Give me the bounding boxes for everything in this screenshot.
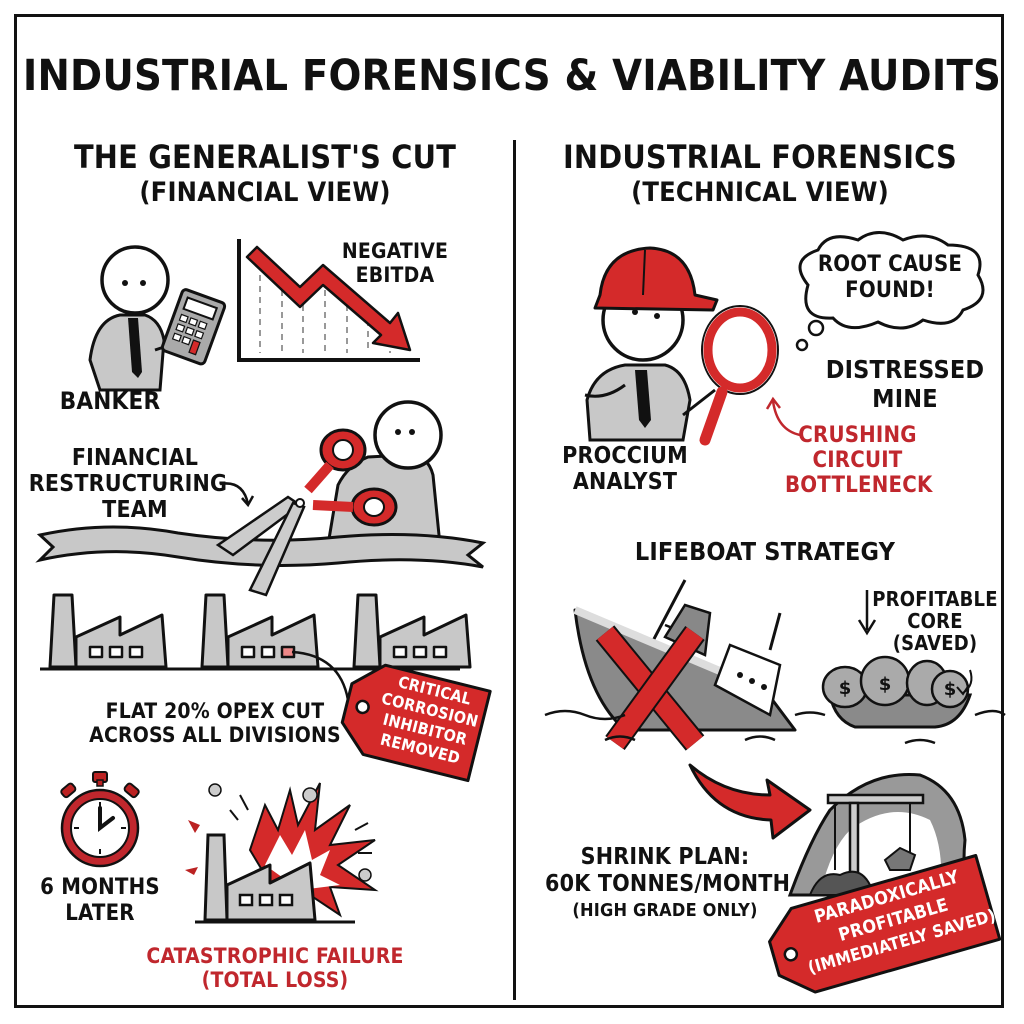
column-divider [513,140,516,1000]
bottleneck-line2: CIRCUIT [812,448,903,473]
bottleneck-line3: BOTTLENECK [785,473,933,498]
right-heading: INDUSTRIAL FORENSICS [563,138,957,176]
mine-label-line2: MINE [872,384,938,413]
core-line3: (SAVED) [892,631,978,655]
lifeboat-heading: LIFEBOAT STRATEGY [634,537,896,566]
chart-label-negative: NEGATIVE [341,239,449,263]
left-heading: THE GENERALIST'S CUT [73,138,457,176]
page-title: INDUSTRIAL FORENSICS & VIABILITY AUDITS [22,51,1002,101]
stopwatch-icon [60,771,140,868]
timer-line2: LATER [65,901,135,926]
shrink-line3: (HIGH GRADE ONLY) [572,900,758,921]
curved-arrow-red-icon [765,396,801,437]
thought-line2: FOUND! [845,278,935,303]
thought-bubble-icon [795,231,985,352]
exploding-factory-icon [185,782,379,924]
factories-icon [40,593,472,701]
failure-line1: CATASTROPHIC FAILURE [146,944,404,968]
opex-line2: ACROSS ALL DIVISIONS [89,723,341,747]
failure-line2: (TOTAL LOSS) [201,968,349,992]
team-label-line1: FINANCIAL [71,445,199,471]
bottleneck-line1: CRUSHING [798,423,917,448]
core-line2: CORE [907,609,963,633]
banker-label: BANKER [59,387,161,415]
timer-line1: 6 MONTHS [40,875,160,900]
opex-line1: FLAT 20% OPEX CUT [105,699,325,723]
svg-text:$: $ [839,678,852,699]
right-subheading: (TECHNICAL VIEW) [631,177,889,208]
shrink-line2: 60K TONNES/MONTH [545,871,791,897]
svg-text:$: $ [944,679,957,700]
team-label-line2: RESTRUCTURING [28,471,228,497]
profitable-tag: PARADOXICALLY PROFITABLE (IMMEDIATELY SA… [761,851,1003,1004]
core-line1: PROFITABLE [872,587,998,611]
analyst-label-line1: PROCCIUM [562,443,688,469]
poster-frame [14,14,1004,1008]
sinking-ship-icon: $ $ $ [544,579,1006,751]
curved-arrow-icon [219,482,255,508]
analyst-figure-icon [584,246,779,446]
analyst-label-line2: ANALYST [572,469,678,495]
mine-label-line1: DISTRESSED [825,355,985,384]
ribbon-scissors-icon [35,400,487,597]
left-subheading: (FINANCIAL VIEW) [139,177,391,208]
svg-text:$: $ [879,674,892,695]
thought-line1: ROOT CAUSE [817,252,963,277]
declining-chart-icon [237,239,420,362]
chart-label-ebitda: EBITDA [355,263,435,287]
shrink-line1: SHRINK PLAN: [580,844,750,870]
corrosion-tag: CRITICAL CORROSION INHIBITOR REMOVED [335,655,495,786]
banker-figure-icon [88,245,227,392]
red-curved-arrow-icon [688,763,812,840]
team-label-line3: TEAM [102,497,168,523]
